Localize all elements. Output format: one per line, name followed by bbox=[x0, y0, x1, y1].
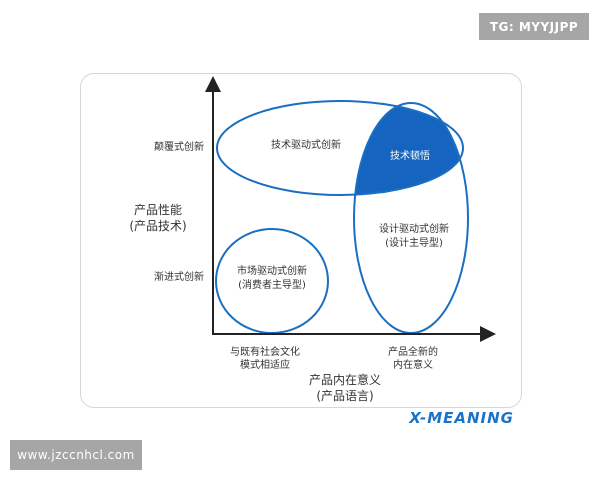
y-axis-title-line1: 产品性能 bbox=[134, 203, 182, 217]
market-driven-label-line1: 市场驱动式创新 bbox=[237, 264, 307, 277]
x-axis-title-line1: 产品内在意义 bbox=[309, 372, 381, 387]
market-driven-label-line2: (消费者主导型) bbox=[238, 278, 306, 291]
tech-epiphany-highlight bbox=[354, 103, 463, 195]
y-tick-low: 渐进式创新 bbox=[154, 270, 204, 283]
diagram-card bbox=[80, 73, 522, 408]
x-tick-right-line1: 产品全新的 bbox=[388, 345, 438, 358]
top-watermark: TG: MYYJJPP bbox=[479, 13, 589, 40]
x-axis-title-line2: (产品语言) bbox=[316, 389, 373, 403]
y-tick-high: 颠覆式创新 bbox=[154, 140, 204, 153]
design-driven-label-line1: 设计驱动式创新 bbox=[379, 222, 449, 235]
y-axis-title-line2: (产品技术) bbox=[129, 219, 186, 233]
tech-epiphany-label: 技术顿悟 bbox=[390, 149, 430, 162]
x-meaning-logo: X-MEANING bbox=[408, 409, 514, 427]
bottom-watermark: www.jzccnhcl.com bbox=[10, 440, 142, 470]
x-tick-left-line2: 模式相适应 bbox=[240, 358, 290, 371]
design-driven-label-line2: (设计主导型) bbox=[385, 236, 443, 249]
tech-driven-ellipse bbox=[216, 100, 464, 196]
x-tick-right-line2: 内在意义 bbox=[393, 358, 433, 371]
x-tick-left-line1: 与既有社会文化 bbox=[230, 345, 300, 358]
tech-driven-label: 技术驱动式创新 bbox=[271, 138, 341, 151]
